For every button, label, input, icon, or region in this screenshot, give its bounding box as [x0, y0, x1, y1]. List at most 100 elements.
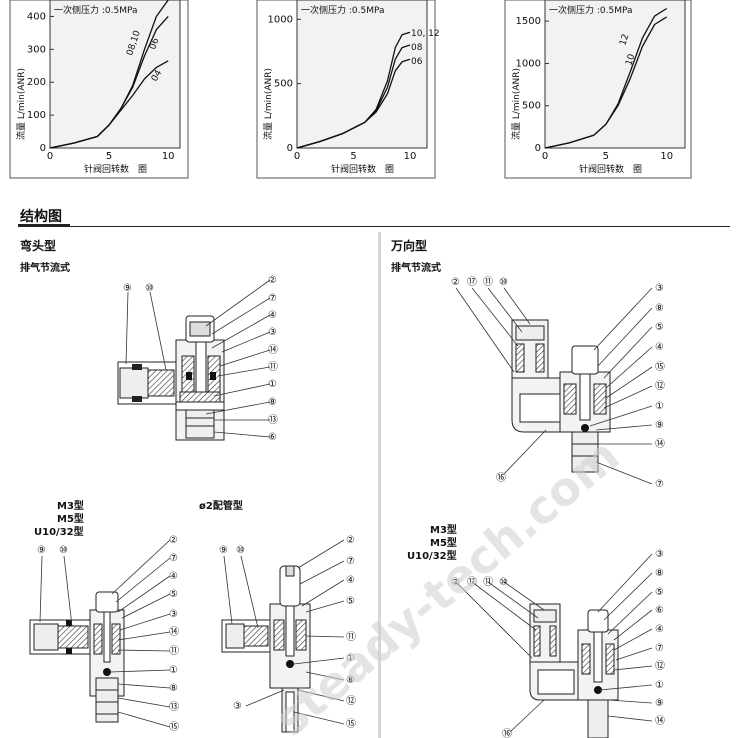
callout: ⑤ — [655, 322, 664, 333]
callout: ⑭ — [655, 438, 665, 450]
x-tick-label: 10 — [660, 151, 673, 162]
callout: ⑦ — [169, 553, 178, 564]
y-tick-label: 0 — [40, 143, 46, 154]
universal-valve-drawing — [511, 319, 611, 473]
left-title: 弯头型 — [20, 239, 57, 253]
callout: ③ — [655, 283, 664, 294]
callout: ④ — [346, 575, 355, 586]
callout: ⑮ — [346, 718, 356, 730]
callout: ⑦ — [346, 556, 355, 567]
callout: ④ — [655, 342, 664, 353]
y-tick-label: 100 — [27, 110, 46, 121]
right-small-title-1: M3型 — [430, 525, 457, 536]
x-tick-label: 5 — [350, 151, 356, 162]
callout: ② — [451, 277, 460, 288]
callout: ⑮ — [169, 721, 179, 733]
callout: ⑦ — [655, 479, 664, 490]
callout: ④ — [268, 310, 277, 321]
callout: ② — [346, 535, 355, 546]
y-axis-label: 流量 L/min(ANR) — [262, 68, 274, 140]
series-label: 10, 12 — [411, 29, 440, 39]
y-tick-label: 500 — [274, 79, 293, 90]
callout: ③ — [655, 549, 664, 560]
callout: ① — [346, 653, 355, 664]
callout: ⑨ — [37, 545, 46, 556]
callout: ④ — [169, 571, 178, 582]
callout: ④ — [655, 624, 664, 635]
callout: ⑭ — [169, 626, 179, 638]
flow-chart-3: 一次侧压力 :0.5MPa 流量 L/min(ANR) 针阀回转数 圈 0500… — [504, 0, 692, 179]
callout: ⑤ — [655, 587, 664, 598]
callout: ② — [169, 535, 178, 546]
callout: ⑩ — [59, 545, 68, 556]
callout: ⑪ — [483, 276, 493, 288]
callout: ⑫ — [655, 380, 665, 392]
callout: ⑭ — [655, 715, 665, 727]
callout: ③ — [169, 609, 178, 620]
callout: ⑤ — [169, 589, 178, 600]
y-tick-label: 500 — [522, 101, 541, 112]
y-tick-label: 300 — [27, 44, 46, 55]
x-tick-label: 10 — [404, 151, 417, 162]
callout: ⑩ — [499, 277, 508, 288]
callout: ⑦ — [268, 293, 277, 304]
callout: ③ — [268, 327, 277, 338]
legend: 一次侧压力 :0.5MPa — [301, 4, 385, 16]
right-subtitle: 排气节流式 — [391, 263, 441, 274]
universal-m3-drawing — [529, 603, 619, 738]
callout: ⑧ — [655, 568, 664, 579]
series-line — [49, 60, 169, 149]
x-axis-label: 针阀回转数 圈 — [84, 163, 147, 175]
callout: ⑫ — [346, 695, 356, 707]
callout: ⑯ — [502, 728, 512, 738]
flow-chart-1: 一次侧压力 :0.5MPa 流量 L/min(ANR) 针阀回转数 圈 0 100… — [9, 0, 189, 179]
section-title: 结构图 — [20, 209, 62, 225]
callout: ⑰ — [467, 276, 477, 288]
flow-charts: 一次侧压力 :0.5MPa 流量 L/min(ANR) 针阀回转数 圈 0100… — [9, 0, 692, 179]
y-axis-label: 流量 L/min(ANR) — [510, 68, 522, 140]
callout: ② — [268, 275, 277, 286]
right-small-title-3: U10/32型 — [407, 551, 457, 562]
legend: 一次侧压力 :0.5MPa — [54, 4, 138, 16]
section-rule — [18, 226, 730, 227]
pipe-type-drawing — [221, 565, 311, 733]
callout: ⑨ — [655, 698, 664, 709]
y-axis-label: 流量 L/min(ANR) — [15, 68, 27, 140]
series-label: 06 — [148, 37, 161, 51]
callout: ⑪ — [346, 631, 356, 643]
callout: ⑤ — [346, 596, 355, 607]
callout: ⑨ — [655, 420, 664, 431]
elbow-m3-drawing — [29, 591, 125, 723]
x-axis-label: 针阀回转数 圈 — [579, 163, 642, 175]
x-tick-label: 5 — [106, 151, 112, 162]
x-axis-label: 针阀回转数 圈 — [331, 163, 394, 175]
left-subtitle: 排气节流式 — [20, 263, 70, 274]
x-tick-label: 0 — [542, 151, 548, 162]
series-label: 10 — [624, 53, 637, 67]
leader-lines — [39, 279, 653, 733]
left-small-title-2: M5型 — [57, 514, 84, 525]
callout: ⑭ — [268, 344, 278, 356]
series-label: 08 — [411, 43, 423, 53]
callout: ⑥ — [268, 432, 277, 443]
column-divider — [378, 232, 381, 738]
x-tick-label: 0 — [47, 151, 53, 162]
y-tick-label: 200 — [27, 77, 46, 88]
flow-chart-2: 一次侧压力 :0.5MPa 流量 L/min(ANR) 针阀回转数 圈 0500… — [256, 0, 440, 179]
y-tick-label: 1000 — [268, 14, 293, 25]
callout: ⑧ — [655, 303, 664, 314]
callout: ⑫ — [655, 660, 665, 672]
callout: ① — [655, 680, 664, 691]
callout: ⑪ — [483, 576, 493, 588]
section-title-underline — [18, 224, 70, 227]
y-tick-label: 0 — [535, 143, 541, 154]
callout: ⑦ — [655, 643, 664, 654]
callout: ⑩ — [145, 283, 154, 294]
series-line — [296, 58, 411, 149]
callout: ⑰ — [467, 576, 477, 588]
callout: ⑥ — [655, 605, 664, 616]
callout: ⑨ — [219, 545, 228, 556]
callout: ⑪ — [169, 645, 179, 657]
callout: ⑧ — [268, 397, 277, 408]
